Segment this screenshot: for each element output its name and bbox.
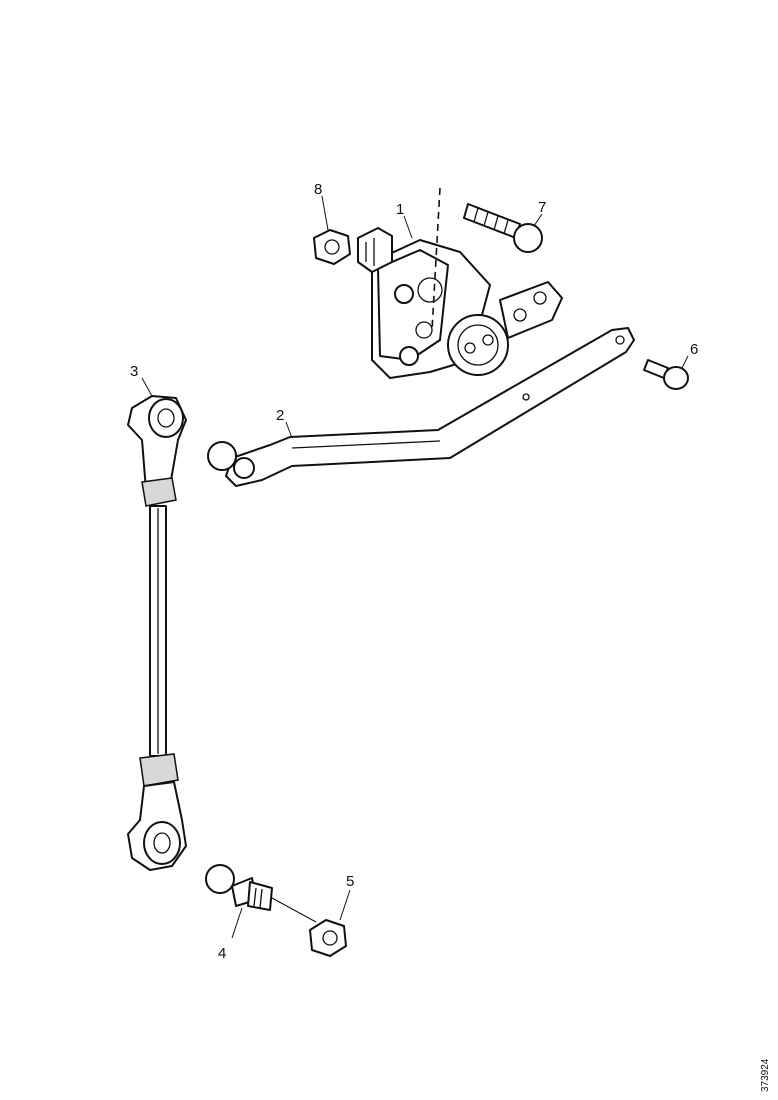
reference-number: 373924 <box>760 1058 771 1092</box>
part-8-nut <box>313 229 351 265</box>
callout-7: 7 <box>538 199 546 216</box>
callout-3: 3 <box>130 363 138 380</box>
part-6-bolt <box>643 359 689 390</box>
part-3-connecting-rod <box>127 395 187 871</box>
callout-5: 5 <box>346 873 354 890</box>
part-7-long-bolt <box>463 203 543 253</box>
part-4-stud <box>231 877 317 923</box>
part-5-nut <box>309 919 347 957</box>
part-1-sensor-valve <box>357 187 563 379</box>
callout-6: 6 <box>690 341 698 358</box>
callout-2: 2 <box>276 407 284 424</box>
ball-joint-upper <box>207 441 237 471</box>
part-2-lever-arm <box>225 327 635 487</box>
ball-joint-lower <box>205 864 235 894</box>
callout-8: 8 <box>314 181 322 198</box>
callout-1: 1 <box>396 201 404 218</box>
leader-lines <box>141 195 689 939</box>
callout-4: 4 <box>218 945 226 962</box>
